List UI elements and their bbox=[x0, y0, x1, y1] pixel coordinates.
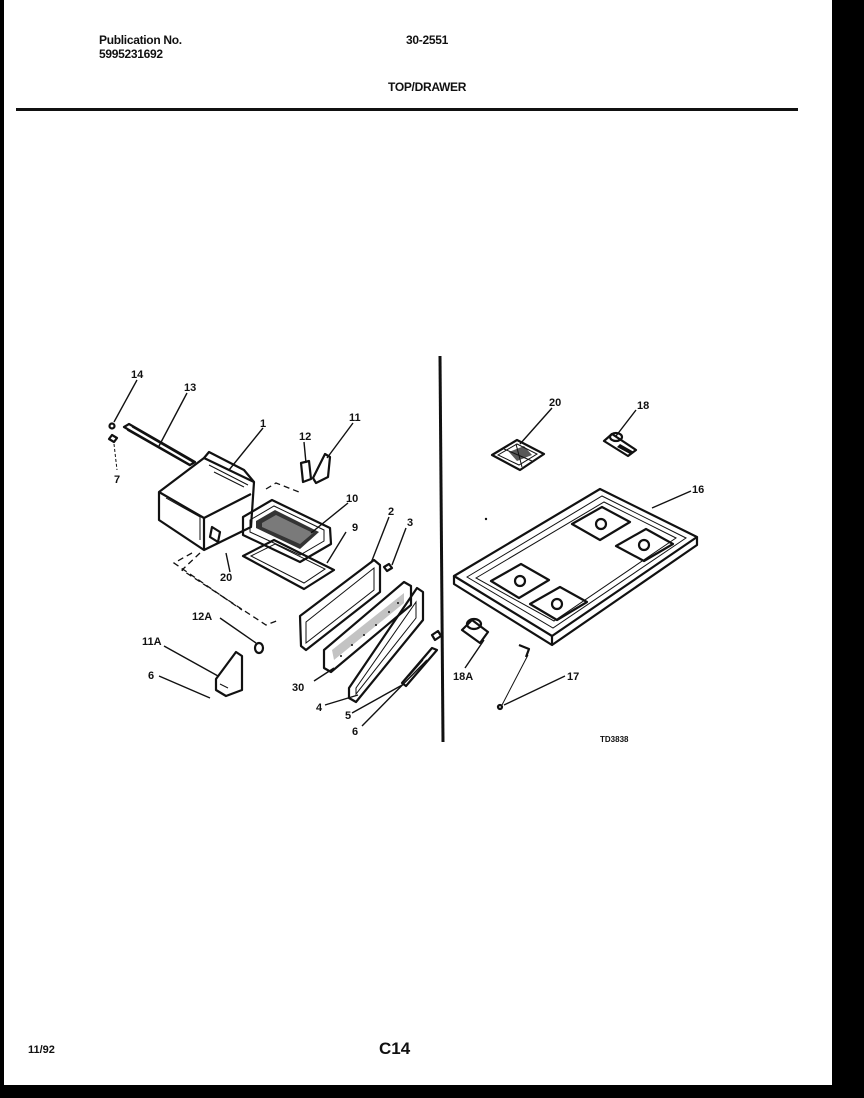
part-9-frame bbox=[241, 538, 336, 591]
callout-20-left: 20 bbox=[220, 572, 232, 584]
part-12-bracket bbox=[299, 459, 313, 484]
callout-17: 17 bbox=[567, 671, 579, 683]
part-2-front-panel bbox=[298, 558, 382, 652]
part-18A-clamp bbox=[460, 617, 490, 645]
callout-11: 11 bbox=[349, 412, 361, 424]
part-13-strip bbox=[122, 422, 197, 467]
callout-18: 18 bbox=[637, 400, 649, 412]
callout-2: 2 bbox=[388, 506, 394, 518]
part-10-grille bbox=[241, 498, 333, 564]
section-title: TOP/DRAWER bbox=[388, 80, 467, 94]
header-divider bbox=[16, 108, 798, 111]
part-18-igniter bbox=[602, 431, 638, 458]
callout-3: 3 bbox=[407, 517, 413, 529]
publication-label: Publication No. bbox=[99, 33, 182, 47]
model-number: 30-2551 bbox=[406, 33, 448, 47]
callout-7: 7 bbox=[114, 474, 120, 486]
part-6-screw bbox=[430, 629, 443, 642]
part-11A-rail bbox=[214, 650, 244, 698]
callout-9: 9 bbox=[352, 522, 358, 534]
divider-line bbox=[438, 355, 445, 743]
callout-4: 4 bbox=[316, 702, 323, 714]
callout-20-right: 20 bbox=[549, 397, 561, 409]
exploded-view-diagram: 14 13 1 7 12 11 10 9 2 3 20 12A 11A 6 30… bbox=[107, 355, 704, 744]
part-12A-clip bbox=[253, 641, 265, 655]
figure-code: TD3838 bbox=[600, 735, 629, 744]
part-11-slide bbox=[311, 452, 332, 485]
callout-5: 5 bbox=[345, 710, 351, 722]
part-14-screw bbox=[108, 422, 116, 430]
callout-13: 13 bbox=[184, 382, 196, 394]
page-number: C14 bbox=[379, 1039, 411, 1058]
callout-6-left: 6 bbox=[148, 670, 154, 682]
parts-diagram-page: Publication No. 5995231692 30-2551 TOP/D… bbox=[4, 0, 832, 1085]
callout-11A: 11A bbox=[142, 636, 162, 648]
callout-6-bottom: 6 bbox=[352, 726, 358, 738]
part-17-wire bbox=[496, 643, 531, 711]
assembly-dashed-guide bbox=[265, 482, 300, 493]
callout-12: 12 bbox=[299, 431, 311, 443]
part-16-cooktop bbox=[452, 487, 699, 647]
part-20-burner-grate bbox=[490, 438, 546, 472]
callout-14: 14 bbox=[131, 369, 144, 381]
callout-30: 30 bbox=[292, 682, 304, 694]
part-1-drawer-body bbox=[157, 450, 256, 552]
callout-16: 16 bbox=[692, 484, 704, 496]
part-7-clip bbox=[107, 433, 119, 444]
publication-number: 5995231692 bbox=[99, 47, 163, 61]
callout-1: 1 bbox=[260, 418, 266, 430]
callout-10: 10 bbox=[346, 493, 358, 505]
part-30-insulation bbox=[322, 580, 413, 674]
part-3-bracket bbox=[382, 562, 394, 573]
callout-18A: 18A bbox=[453, 671, 473, 683]
part-5-handle bbox=[400, 646, 439, 688]
footer-date: 11/92 bbox=[28, 1044, 55, 1056]
callout-12A: 12A bbox=[192, 611, 212, 623]
